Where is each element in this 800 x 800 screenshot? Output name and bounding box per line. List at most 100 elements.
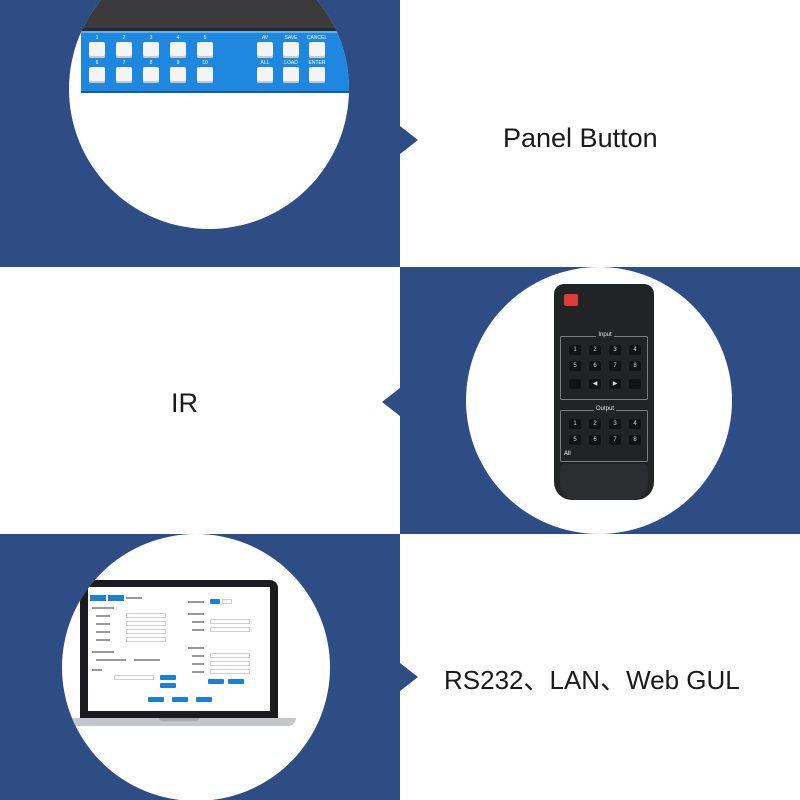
panel-label: 7 bbox=[122, 60, 126, 66]
input-key-3[interactable]: 3 bbox=[609, 345, 621, 355]
panel-label: 6 bbox=[95, 60, 99, 66]
panel-label: 1 bbox=[95, 35, 99, 41]
panel-button-5[interactable] bbox=[197, 42, 213, 58]
gui-text bbox=[92, 651, 114, 653]
gui-field[interactable] bbox=[114, 675, 154, 680]
gui-button[interactable] bbox=[160, 675, 176, 680]
panel-button-9[interactable] bbox=[170, 67, 186, 83]
blank-key[interactable] bbox=[629, 379, 641, 389]
arrow-left-icon[interactable]: ◀ bbox=[589, 379, 601, 389]
laptop-notch bbox=[159, 718, 199, 721]
input-key-5[interactable]: 5 bbox=[569, 361, 581, 371]
panel-label: 4 bbox=[176, 35, 180, 41]
panel-button-6[interactable] bbox=[89, 67, 105, 83]
output-key-1[interactable]: 1 bbox=[569, 419, 581, 429]
panel-label: AV bbox=[261, 35, 269, 41]
front-panel-image: 1 2 3 4 5 AV SAVE CANCEL 6 7 8 bbox=[81, 0, 349, 229]
input-group: Input 1 2 3 4 5 6 7 8 ◀ ▶ bbox=[560, 332, 648, 400]
output-key-4[interactable]: 4 bbox=[629, 419, 641, 429]
arrow-right-icon[interactable]: ▶ bbox=[609, 379, 621, 389]
input-key-1[interactable]: 1 bbox=[569, 345, 581, 355]
ir-caption: IR bbox=[171, 388, 198, 418]
gui-button[interactable] bbox=[228, 679, 244, 684]
input-key-6[interactable]: 6 bbox=[589, 361, 601, 371]
remote-circle: Input 1 2 3 4 5 6 7 8 ◀ ▶ Output 1 2 3 4 bbox=[466, 267, 732, 534]
laptop-cell bbox=[0, 534, 400, 800]
arrow-left-icon bbox=[382, 388, 400, 416]
gui-text bbox=[188, 613, 204, 615]
gui-field[interactable] bbox=[126, 613, 166, 618]
panel-label: 9 bbox=[176, 60, 180, 66]
panel-button-1[interactable] bbox=[89, 42, 105, 58]
gui-field[interactable] bbox=[210, 661, 250, 666]
arrow-right-icon bbox=[400, 126, 418, 154]
panel-button-cancel[interactable] bbox=[309, 42, 325, 58]
gui-button[interactable] bbox=[172, 697, 188, 702]
panel-button-caption: Panel Button bbox=[503, 123, 658, 153]
output-key-8[interactable]: 8 bbox=[629, 435, 641, 445]
ir-remote-image: Input 1 2 3 4 5 6 7 8 ◀ ▶ Output 1 2 3 4 bbox=[554, 284, 654, 500]
gui-tab[interactable] bbox=[90, 595, 106, 601]
output-key-2[interactable]: 2 bbox=[589, 419, 601, 429]
panel-button-10[interactable] bbox=[197, 67, 213, 83]
panel-label: ENTER bbox=[308, 60, 326, 66]
panel-button-all[interactable] bbox=[257, 67, 273, 83]
gui-field[interactable] bbox=[210, 653, 250, 658]
panel-label: LOAD bbox=[284, 60, 298, 66]
gui-button[interactable] bbox=[210, 599, 220, 604]
panel-button-save[interactable] bbox=[283, 42, 299, 58]
gui-button[interactable] bbox=[160, 683, 176, 688]
panel-button-8[interactable] bbox=[143, 67, 159, 83]
gui-field[interactable] bbox=[126, 621, 166, 626]
rs232-lan-web-caption: RS232、LAN、Web GUL bbox=[444, 665, 740, 695]
output-key-5[interactable]: 5 bbox=[569, 435, 581, 445]
input-key-4[interactable]: 4 bbox=[629, 345, 641, 355]
panel-button-enter[interactable] bbox=[309, 67, 325, 83]
gui-field[interactable] bbox=[210, 669, 250, 674]
web-gui-screen bbox=[88, 587, 270, 711]
input-key-2[interactable]: 2 bbox=[589, 345, 601, 355]
gui-text bbox=[96, 615, 110, 617]
gui-tab[interactable] bbox=[108, 595, 124, 601]
input-title: Input bbox=[596, 332, 614, 338]
gui-button[interactable] bbox=[208, 679, 224, 684]
gui-field[interactable] bbox=[126, 637, 166, 642]
gui-text bbox=[96, 659, 126, 661]
gui-field[interactable] bbox=[210, 619, 250, 624]
gui-field[interactable] bbox=[210, 627, 250, 632]
blank-key[interactable] bbox=[569, 379, 581, 389]
panel-label: 3 bbox=[149, 35, 153, 41]
gui-text bbox=[192, 663, 204, 665]
input-key-8[interactable]: 8 bbox=[629, 361, 641, 371]
panel-circle: 1 2 3 4 5 AV SAVE CANCEL 6 7 8 bbox=[69, 0, 349, 229]
power-icon[interactable] bbox=[564, 294, 578, 306]
panel-chassis-top bbox=[81, 0, 349, 31]
panel-label: 5 bbox=[203, 35, 207, 41]
gui-button[interactable] bbox=[196, 697, 212, 702]
output-key-3[interactable]: 3 bbox=[609, 419, 621, 429]
panel-button-load[interactable] bbox=[283, 67, 299, 83]
output-key-7[interactable]: 7 bbox=[609, 435, 621, 445]
laptop-lid bbox=[80, 580, 278, 718]
panel-button-av[interactable] bbox=[257, 42, 273, 58]
gui-field[interactable] bbox=[222, 599, 232, 604]
gui-text bbox=[192, 621, 204, 623]
remote-cell: Input 1 2 3 4 5 6 7 8 ◀ ▶ Output 1 2 3 4 bbox=[400, 267, 800, 534]
panel-button-3[interactable] bbox=[143, 42, 159, 58]
output-title: Output bbox=[593, 406, 616, 412]
panel-label: CANCEL bbox=[306, 35, 328, 41]
panel-button-4[interactable] bbox=[170, 42, 186, 58]
output-key-6[interactable]: 6 bbox=[589, 435, 601, 445]
laptop-base bbox=[62, 718, 296, 726]
panel-caption-cell: Panel Button bbox=[400, 0, 800, 267]
gui-button[interactable] bbox=[148, 697, 164, 702]
gui-field[interactable] bbox=[126, 629, 166, 634]
panel-button-7[interactable] bbox=[116, 67, 132, 83]
gui-text bbox=[92, 607, 114, 609]
panel-button-2[interactable] bbox=[116, 42, 132, 58]
input-key-7[interactable]: 7 bbox=[609, 361, 621, 371]
arrow-right-icon bbox=[400, 663, 418, 691]
gui-text bbox=[192, 655, 204, 657]
ir-caption-cell: IR bbox=[0, 267, 400, 534]
remote-grip bbox=[560, 464, 648, 500]
